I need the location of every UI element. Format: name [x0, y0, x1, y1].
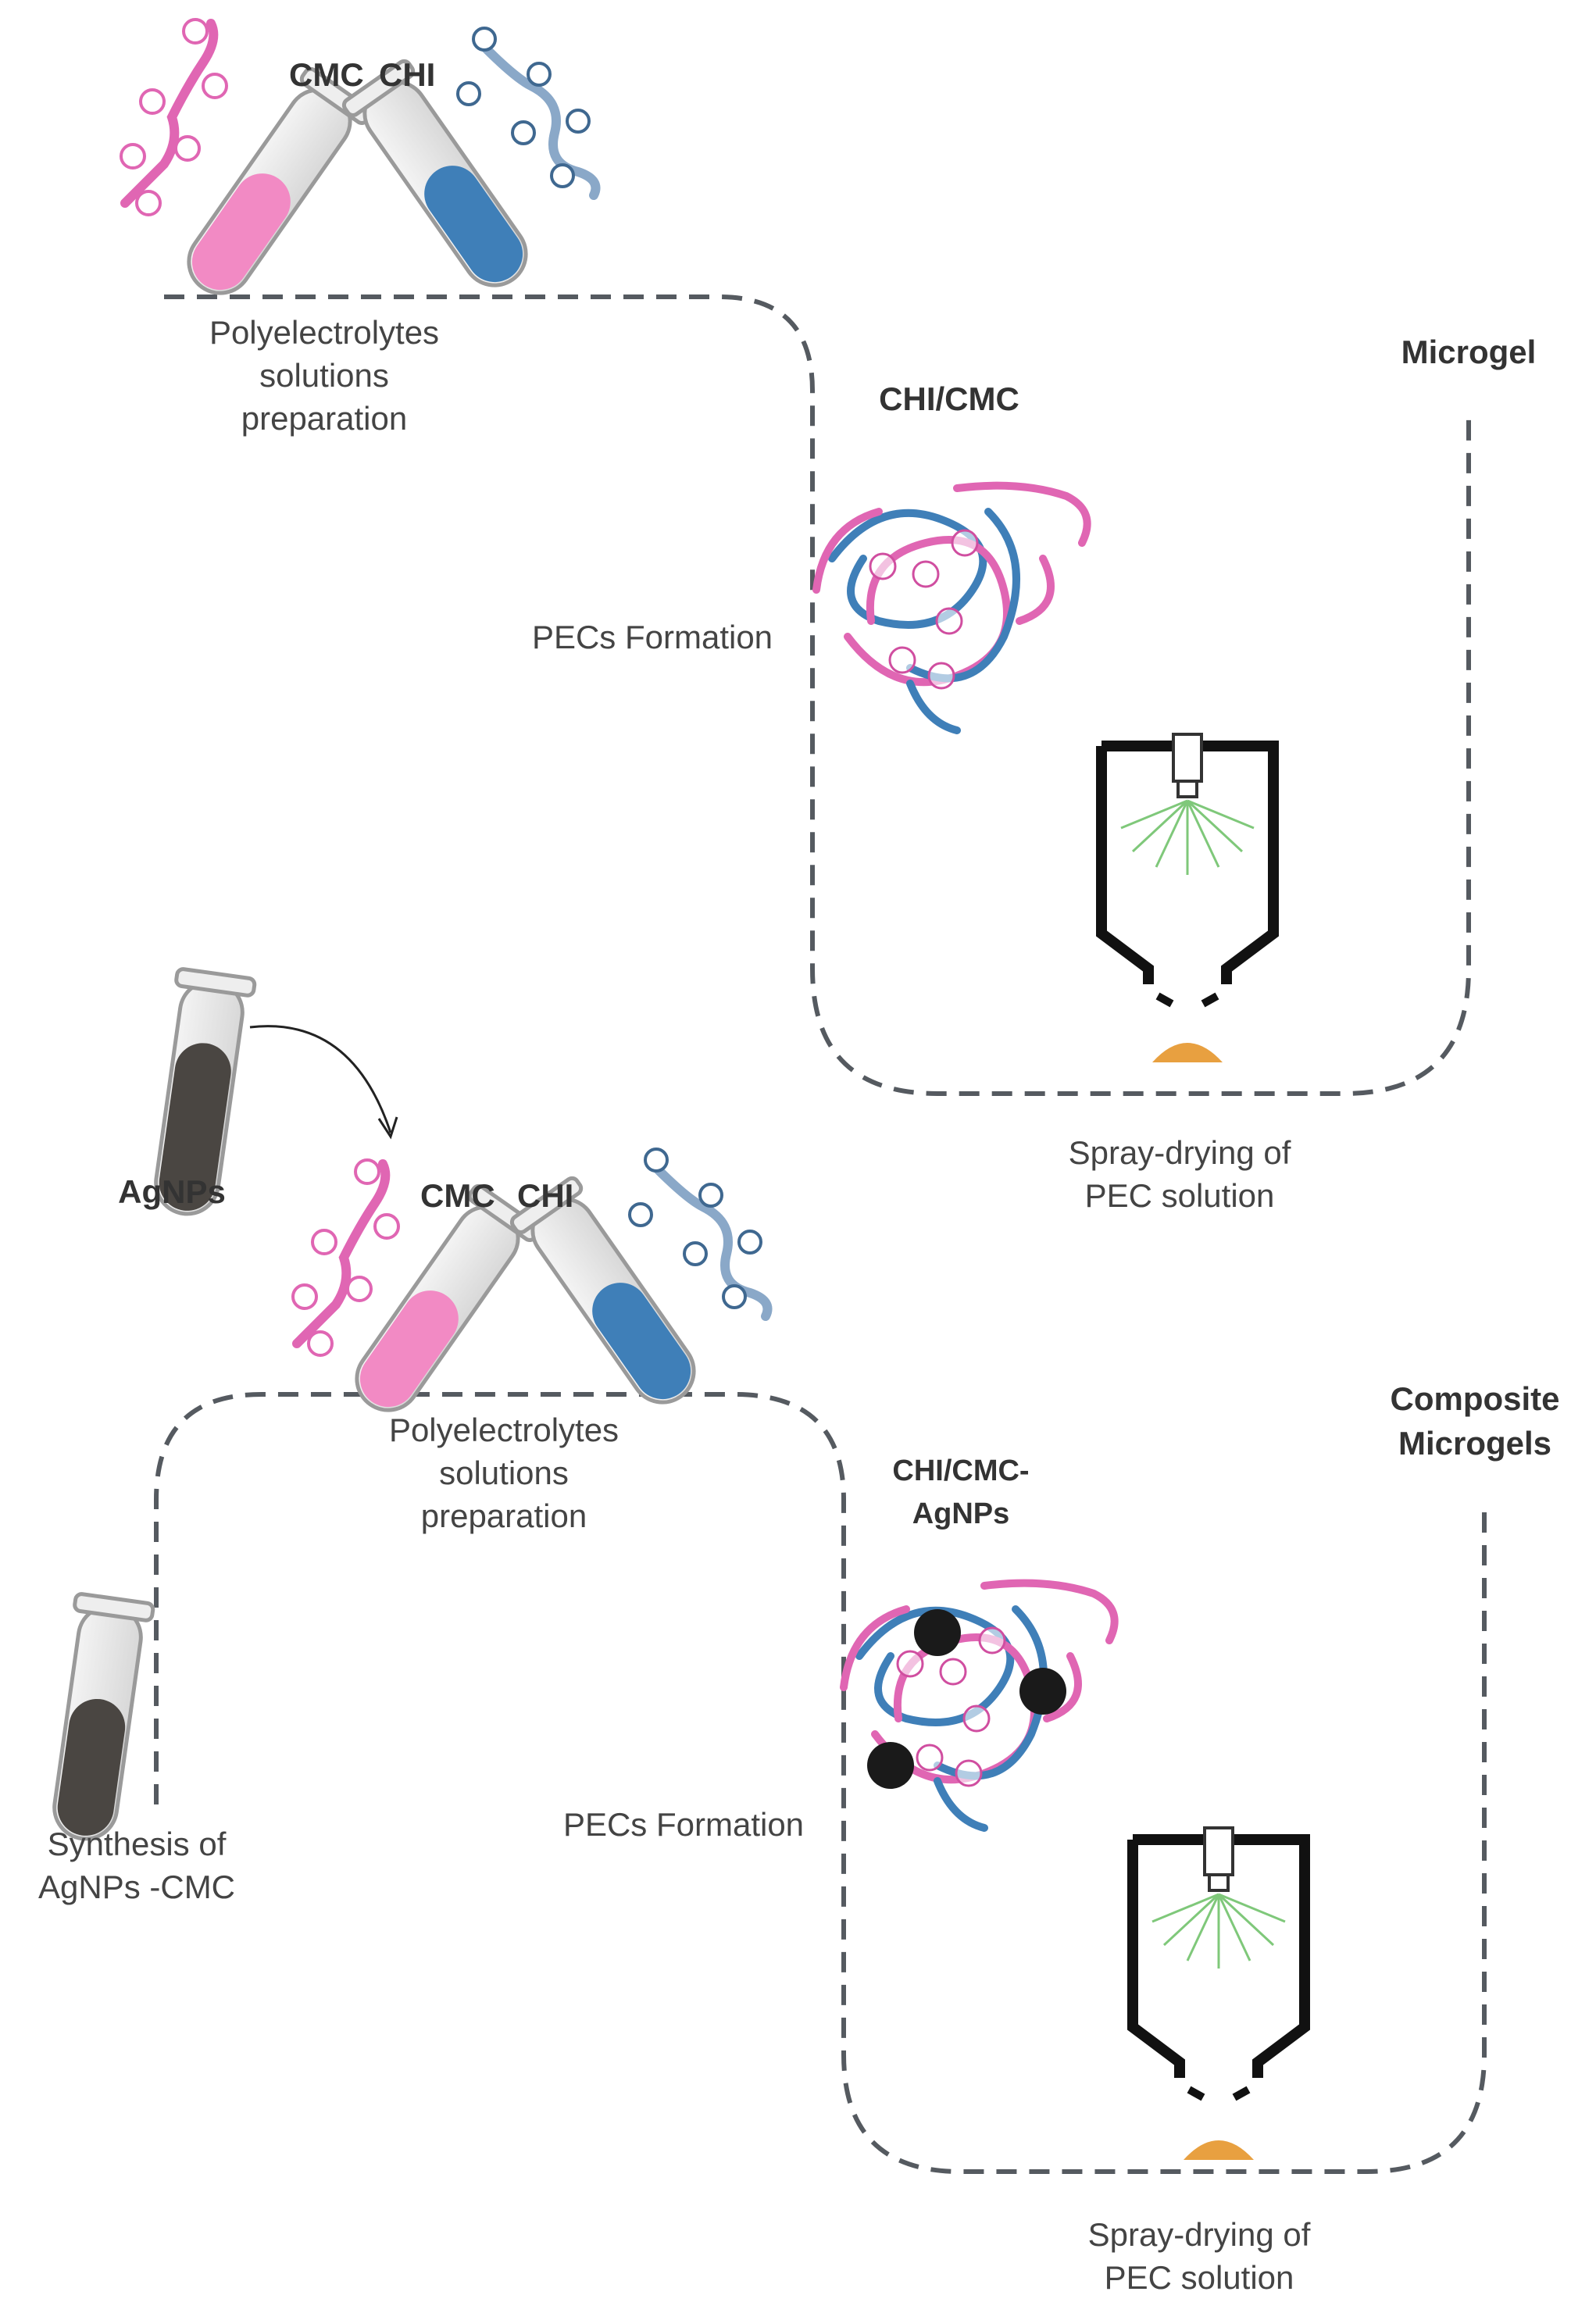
- bottom-pec-label: PECs Formation: [563, 1806, 804, 1843]
- top-product-label: Microgel: [1401, 334, 1537, 370]
- top-flow-line: [164, 294, 1471, 1096]
- spray-dryer-icon-bottom: [1127, 1826, 1310, 2160]
- cmc-tube-icon-bottom: [338, 1183, 541, 1426]
- cmc-polymer-icon-bottom: [291, 1158, 400, 1357]
- top-spray-label-2: PEC solution: [1085, 1177, 1275, 1214]
- top-cmc-label: CMC: [289, 56, 364, 93]
- bottom-spray-label-2: PEC solution: [1105, 2259, 1294, 2296]
- agnp-particles: [867, 1609, 1066, 1789]
- chi-tube-icon: [341, 59, 544, 302]
- synthesis-label-1: Synthesis of: [48, 1826, 227, 1862]
- top-chi-label: CHI: [379, 56, 435, 93]
- pec-complex-icon: [812, 481, 1091, 734]
- bottom-complex-label-2: AgNPs: [912, 1497, 1010, 1530]
- cmc-polymer-icon: [120, 18, 228, 216]
- composite-pec-icon: [840, 1579, 1119, 1832]
- agnp-particle: [867, 1742, 914, 1789]
- agnps-tube-icon: [145, 969, 255, 1219]
- bottom-prep-label-1: Polyelectrolytes: [389, 1412, 619, 1448]
- addition-arrow: [249, 1025, 392, 1133]
- synthesis-label-2: AgNPs -CMC: [38, 1869, 235, 1905]
- bottom-chi-label: CHI: [517, 1177, 573, 1214]
- top-spray-label-1: Spray-drying of: [1069, 1134, 1291, 1171]
- arrow-head: [377, 1116, 398, 1140]
- top-pec-label: PECs Formation: [532, 619, 773, 655]
- spray-dryer-icon: [1096, 733, 1279, 1062]
- chi-tube-icon-bottom: [509, 1176, 712, 1419]
- bottom-complex-label-1: CHI/CMC-: [892, 1455, 1029, 1487]
- agnp-particle: [1019, 1668, 1066, 1715]
- top-prep-label-1: Polyelectrolytes: [209, 314, 439, 351]
- chi-polymer-icon-bottom: [628, 1148, 773, 1321]
- bottom-product-label-1: Composite: [1390, 1380, 1559, 1417]
- synthesis-tube-icon: [43, 1594, 154, 1844]
- cmc-tube-icon: [170, 66, 373, 309]
- agnps-label: AgNPs: [118, 1173, 226, 1210]
- bottom-cmc-label: CMC: [420, 1177, 495, 1214]
- top-complex-label: CHI/CMC: [879, 380, 1019, 417]
- bottom-product-label-2: Microgels: [1398, 1425, 1551, 1462]
- bottom-spray-label-1: Spray-drying of: [1088, 2216, 1311, 2253]
- bottom-flow-line: [154, 1392, 1487, 2174]
- agnp-particle: [914, 1609, 961, 1656]
- top-prep-label-2: solutions: [259, 357, 389, 394]
- bottom-prep-label-3: preparation: [421, 1497, 587, 1534]
- chi-polymer-icon: [456, 27, 601, 200]
- top-prep-label-3: preparation: [241, 400, 407, 437]
- bottom-prep-label-2: solutions: [439, 1455, 569, 1491]
